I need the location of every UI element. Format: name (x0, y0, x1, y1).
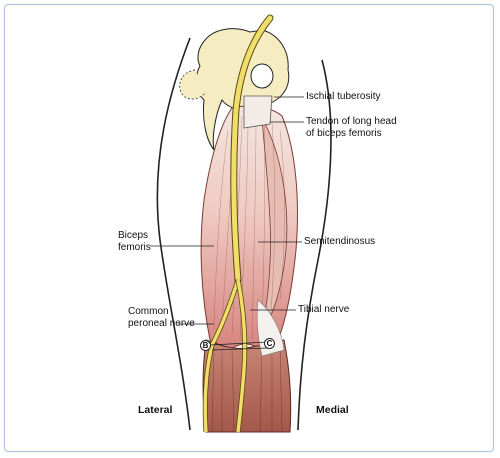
leader-lines (150, 96, 304, 325)
label-semitendinosus: Semitendinosus (304, 236, 376, 247)
section-line-bc (209, 341, 269, 351)
label-common-peroneal-line2: peroneal nerve (128, 318, 195, 329)
label-medial: Medial (316, 404, 349, 416)
label-tibial-nerve: Tibial nerve (298, 304, 350, 315)
label-tendon-line1: Tendon of long head (306, 116, 397, 127)
label-biceps-line1: Biceps (118, 230, 149, 241)
marker-b: B (200, 340, 211, 351)
thigh-outline-lateral (156, 37, 191, 431)
label-ischial-tuberosity: Ischial tuberosity (306, 91, 381, 102)
pelvis-bone (179, 28, 290, 151)
label-lateral: Lateral (138, 404, 173, 416)
label-common-peroneal-line1: Common (128, 306, 169, 317)
label-biceps-line2: femoris (118, 242, 151, 253)
tendon-long-head (243, 95, 273, 129)
marker-c: C (264, 338, 275, 349)
ischial-tuberosity-shape (250, 63, 274, 89)
label-tendon-line2: of biceps femoris (306, 128, 382, 139)
thigh-outline-medial (297, 59, 332, 431)
lower-striations (211, 343, 283, 433)
